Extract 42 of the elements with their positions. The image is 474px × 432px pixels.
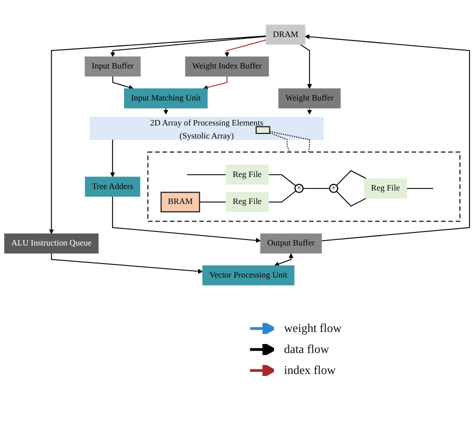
arrow [163,108,168,114]
node-box: ALU Instruction Queue [4,233,99,254]
node-box: Weight Index Buffer [185,56,269,77]
legend-label: index flow [284,363,336,378]
node-box: Reg File [226,164,269,185]
node-box: Input Matching Unit [124,88,208,108]
node-circle: × [294,184,304,194]
connector [268,174,296,186]
node-box: Vector Processing Unit [202,265,294,286]
arrow [300,44,312,89]
legend-label: weight flow [284,321,342,336]
arrow [307,108,312,114]
arrow [50,252,203,274]
node-box: Reg File [364,178,407,198]
arrow [224,40,267,57]
cluster: 2D Array of Processing Elements (Systolic Array) [90,116,324,140]
node-box [256,126,270,134]
arrow [48,36,267,234]
node-box: Input Buffer [84,56,141,77]
connector [302,188,330,189]
connector [268,190,296,203]
arrow [202,76,228,90]
arrow [274,253,294,266]
node-box: Output Buffer [260,233,322,254]
arrow [112,196,261,243]
node-box: Tree Adders [84,176,140,197]
cluster [147,151,460,222]
arrow [112,76,134,90]
node-circle: + [329,184,338,194]
connector [269,132,290,152]
connector [186,174,226,176]
arrow [110,139,116,178]
node-box: BRAM [160,192,200,212]
legend-label: data flow [284,342,329,357]
node-box: DRAM [266,24,306,45]
connector [406,188,434,189]
connector [269,131,310,152]
connector [199,202,226,203]
node-box: Reg File [226,192,269,212]
node-box: Weight Buffer [278,88,341,108]
arrow [304,34,470,242]
arrow [110,36,267,57]
